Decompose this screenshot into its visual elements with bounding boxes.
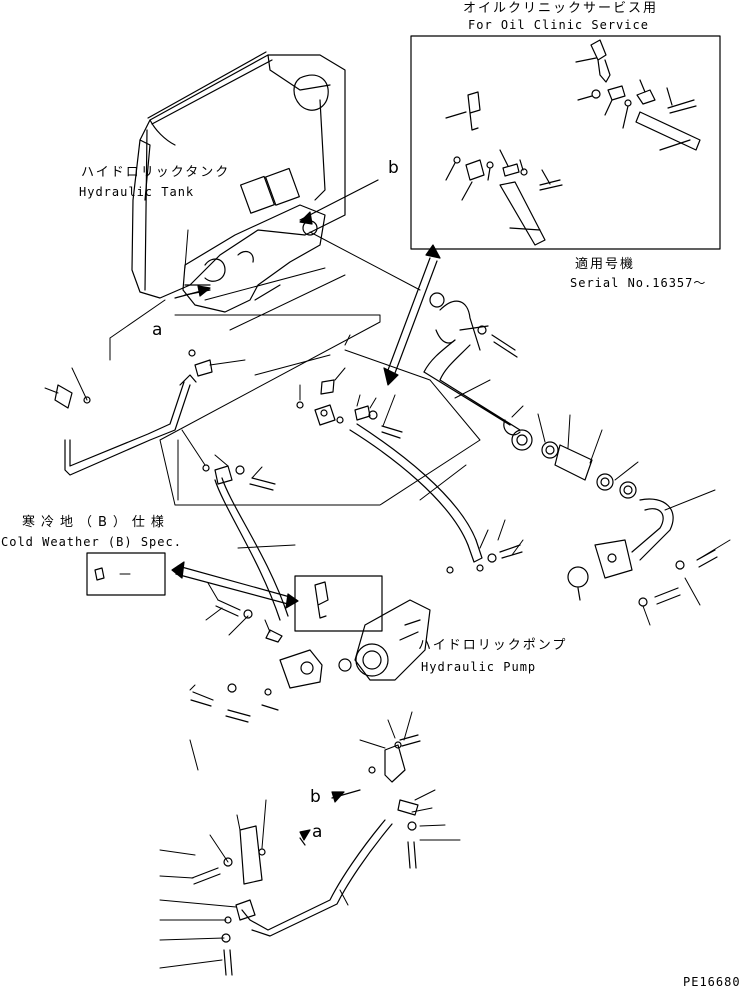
lower-arrows [299, 789, 361, 846]
hydraulic-pump [190, 599, 431, 723]
serial-title-jp: 適用号機 [575, 257, 636, 272]
hydraulic-tank-label-jp: ハイドロリックタンク [81, 165, 231, 180]
callout-b: b [388, 158, 399, 178]
callout-a: a [152, 320, 163, 340]
callout-a-lower: a [312, 822, 323, 842]
oil-clinic-title-jp: オイルクリニックサービス用 [463, 1, 659, 16]
callout-b-lower: b [310, 787, 321, 807]
hoses [202, 379, 523, 643]
sensor-part [314, 581, 329, 619]
return-pipe [54, 349, 213, 476]
drawing-number: PE16680 [683, 975, 741, 989]
leader-b-arrow [299, 179, 379, 221]
leader-lines [44, 229, 731, 969]
oil-clinic-box [410, 35, 721, 250]
serial-number-label: Serial No.16357～ [570, 276, 707, 290]
suction-pipe-assembly [423, 292, 718, 607]
hydraulic-tank-label-en: Hydraulic Tank [79, 185, 195, 199]
sensor-box [294, 575, 383, 632]
cold-weather-label-en: Cold Weather (B) Spec. [1, 535, 182, 549]
hydraulic-pump-label-en: Hydraulic Pump [421, 660, 537, 674]
hydraulic-tank [131, 51, 346, 299]
oil-clinic-parts [445, 39, 701, 246]
double-arrows [171, 244, 441, 609]
hydraulic-pump-label-jp: ハイドロリックポンプ [418, 638, 568, 653]
cold-weather-box [86, 552, 166, 596]
outline-lines [109, 231, 481, 506]
cold-weather-label-jp: 寒冷地（B）仕様 [22, 515, 170, 530]
cold-weather-plug [94, 567, 105, 581]
oil-clinic-title-en: For Oil Clinic Service [468, 18, 649, 32]
lower-assembly [191, 734, 421, 976]
